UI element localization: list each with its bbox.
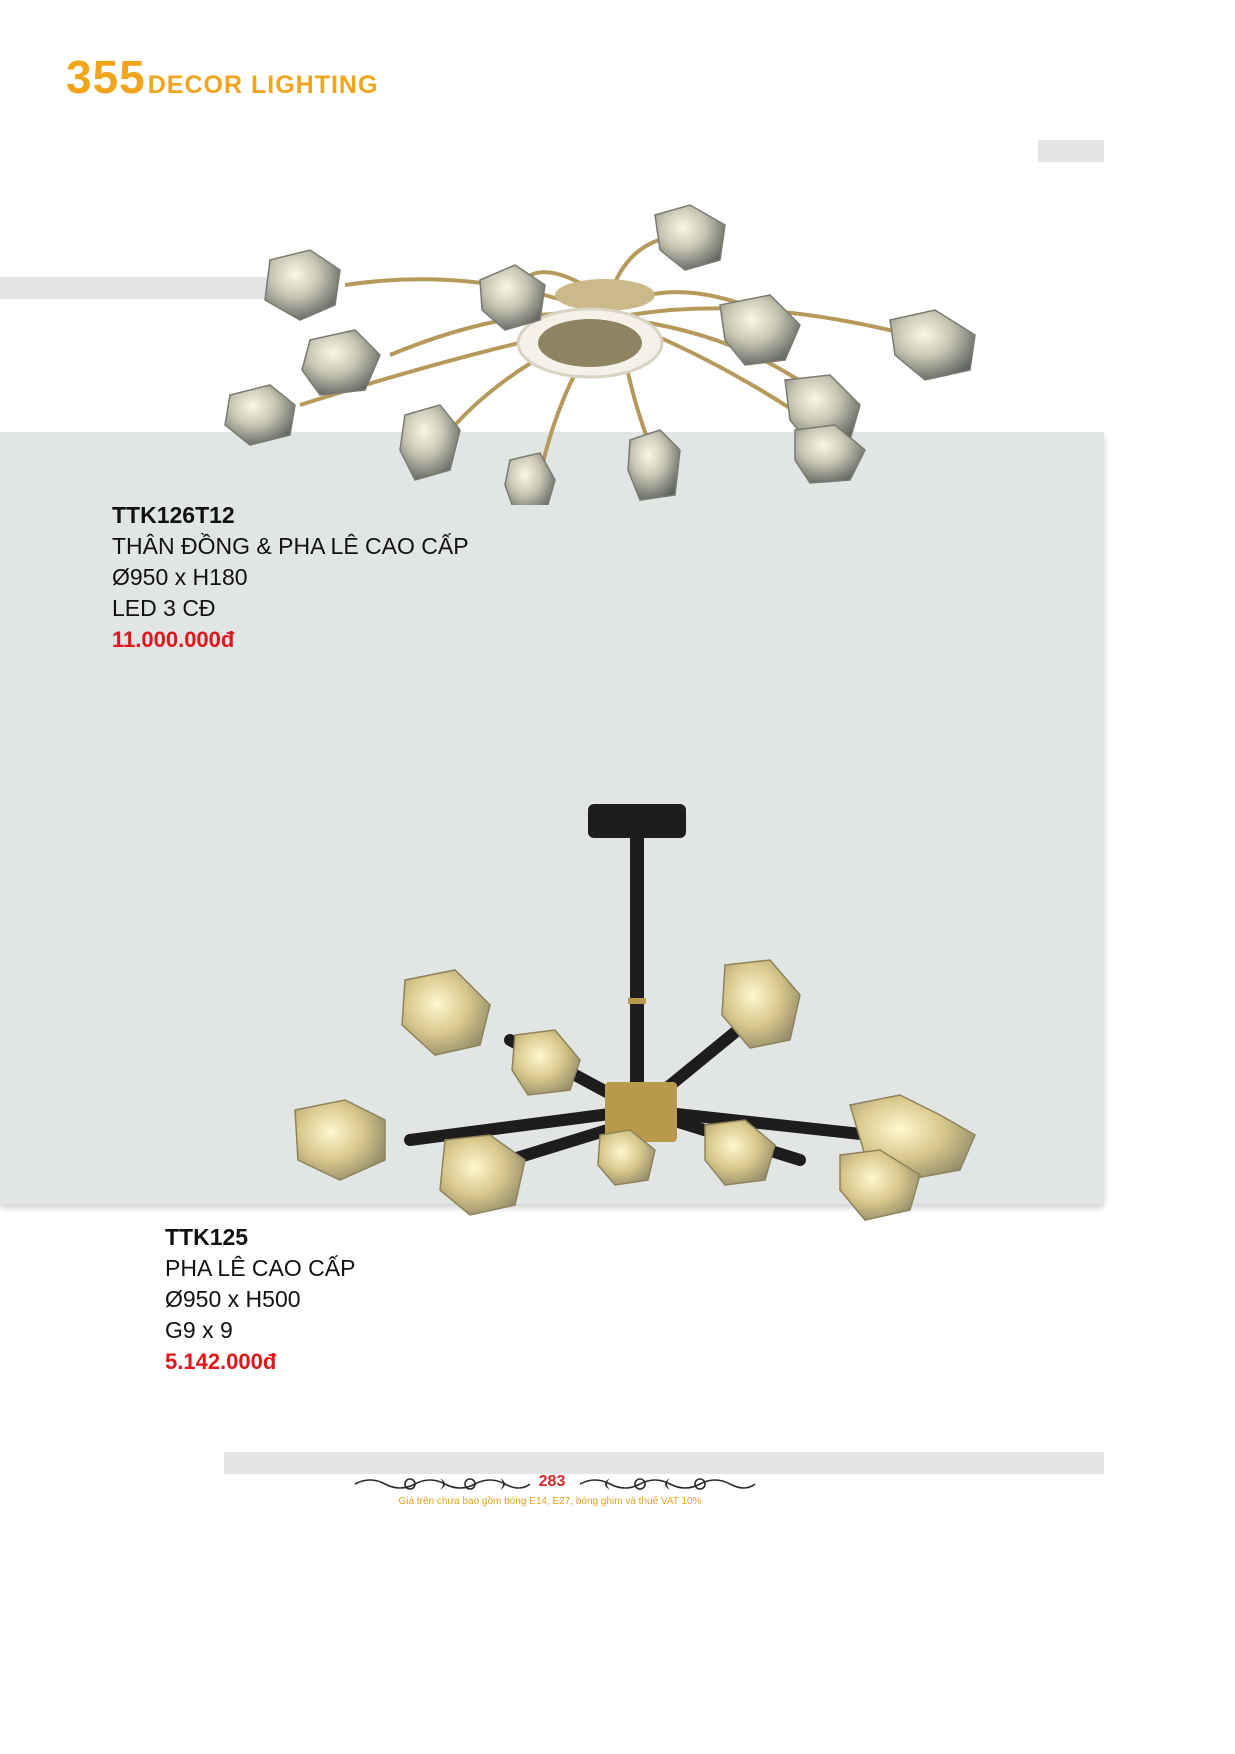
product-description: PHA LÊ CAO CẤP: [165, 1255, 356, 1281]
product-info: TTK125 PHA LÊ CAO CẤP Ø950 x H500 G9 x 9…: [165, 1222, 355, 1377]
product-dimensions: Ø950 x H500: [165, 1286, 301, 1312]
product-code: TTK126T12: [112, 502, 235, 528]
brand-logo: 355DECOR LIGHTING: [66, 50, 378, 104]
price-disclaimer: Giá trên chưa bao gồm bóng E14, E27, bón…: [398, 1496, 702, 1507]
footer-ornament: [354, 1478, 756, 1490]
product-info: TTK126T12 THÂN ĐỒNG & PHA LÊ CAO CẤP Ø95…: [112, 500, 469, 655]
product-light-spec: LED 3 CĐ: [112, 595, 216, 621]
decor-band: [1038, 140, 1104, 162]
product-dimensions: Ø950 x H180: [112, 564, 248, 590]
decor-band: [0, 277, 300, 299]
product-price: 11.000.000đ: [112, 627, 235, 652]
product-image-ttk126t12: [224, 204, 976, 505]
product-price: 5.142.000đ: [165, 1349, 277, 1374]
product-description: THÂN ĐỒNG & PHA LÊ CAO CẤP: [112, 533, 469, 559]
page-number: 283: [538, 1473, 566, 1490]
brand-text: DECOR LIGHTING: [147, 71, 379, 99]
product-light-spec: G9 x 9: [165, 1317, 233, 1343]
product-image-ttk125: [294, 804, 976, 1221]
product-code: TTK125: [165, 1224, 249, 1250]
brand-number: 355: [66, 51, 146, 103]
decor-band: [224, 1452, 1104, 1474]
